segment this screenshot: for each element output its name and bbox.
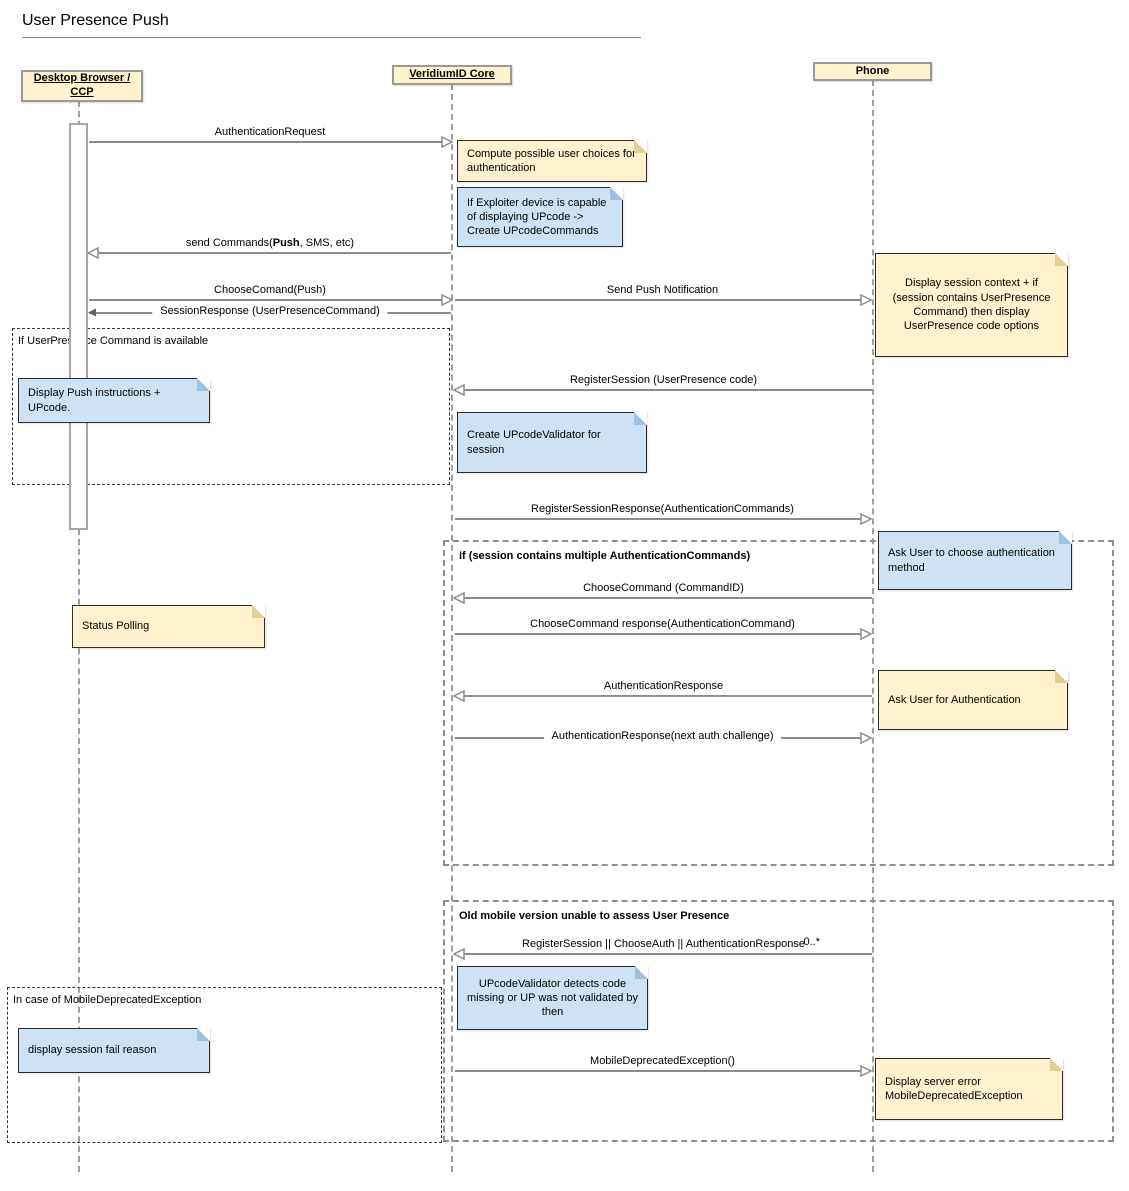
note-display-push-instructions: Display Push instructions + UPcode. [18,378,210,423]
fragment-label: Old mobile version unable to assess User… [459,910,730,922]
message-label: ChooseCommand response(AuthenticationCom… [530,618,795,630]
message-choose-comand-push: ChooseComand(Push) [89,284,453,306]
message-register-choose-auth-response: RegisterSession || ChooseAuth || Authent… [453,936,872,960]
message-choose-command: ChooseCommand (CommandID) [453,582,872,604]
message-label: RegisterSession (UserPresence code) [569,374,758,386]
message-label: AuthenticationResponse(next auth challen… [543,730,782,742]
note-create-upcode-validator: Create UPcodeValidator for session [457,412,647,473]
actor-label: Desktop Browser / CCP [33,72,131,98]
arrowhead-open-left-icon [87,247,99,259]
arrowhead-open-left-icon [453,948,465,960]
message-session-response: SessionResponse (UserPresenceCommand) [88,305,451,317]
fragment-label: If UserPresence Command is available [18,335,209,347]
message-line [455,953,872,955]
actor-veridiumid-core: VeridiumID Core [392,65,512,85]
message-authentication-request: AuthenticationRequest [89,126,453,148]
note-exploiter-device-upcode: If Exploiter device is capable of displa… [457,187,623,247]
activation-bar-desktop [69,123,88,530]
note-display-server-error: Display server error MobileDeprecatedExc… [875,1058,1063,1120]
note-upcode-validator-detects: UPcodeValidator detects code missing or … [457,966,648,1030]
message-register-session: RegisterSession (UserPresence code) [453,374,872,396]
actor-label: Phone [855,64,890,77]
page-title: User Presence Push [22,12,169,29]
message-line [89,299,451,301]
message-label: RegisterSessionResponse(AuthenticationCo… [531,503,794,515]
message-line [89,141,451,143]
message-register-session-response: RegisterSessionResponse(AuthenticationCo… [455,503,872,525]
message-label: SessionResponse (UserPresenceCommand) [152,305,388,317]
multiplicity-label: 0..* [803,936,820,948]
fragment-if-multiple-commands: If (session contains multiple Authentica… [443,540,1114,866]
arrowhead-open-right-icon [860,513,872,525]
arrowhead-open-right-icon [860,294,872,306]
arrowhead-open-right-icon [860,732,872,744]
note-display-session-fail-reason: display session fail reason [18,1028,210,1073]
note-text: Ask User to choose authentication method [888,547,1055,574]
message-label: send Commands(Push, SMS, etc) [185,237,355,249]
note-text: UPcodeValidator detects code missing or … [467,977,638,1019]
actor-label: VeridiumID Core [409,68,495,81]
message-label: AuthenticationRequest [214,126,326,138]
message-line [455,695,872,697]
note-text: Display Push instructions + UPcode. [28,387,161,414]
fragment-mobile-deprecated-exception: In case of MobileDeprecatedException [7,987,442,1143]
message-line [455,299,870,301]
note-ask-user-for-authentication: Ask User for Authentication [878,670,1068,730]
actor-phone: Phone [813,62,932,81]
note-compute-user-choices: Compute possible user choices for authen… [457,140,647,182]
note-text: Display server error MobileDeprecatedExc… [885,1075,1023,1102]
title-underline [22,37,641,38]
actor-desktop-browser: Desktop Browser / CCP [21,70,143,102]
message-line [455,597,872,599]
arrowhead-open-left-icon [453,384,465,396]
message-label: ChooseCommand (CommandID) [583,582,744,594]
lifeline-veridiumid-core [451,84,453,1172]
message-line [455,389,872,391]
arrowhead-open-right-icon [860,628,872,640]
arrowhead-open-right-icon [441,136,453,148]
note-ask-user-choose-method: Ask User to choose authentication method [878,531,1072,590]
fragment-if-userpresence-available: If UserPresence Command is available [12,328,450,485]
message-label: AuthenticationResponse [603,680,724,692]
message-line [89,252,451,254]
message-mobile-deprecated-exception: MobileDeprecatedException() [455,1055,872,1077]
note-text: display session fail reason [28,1044,157,1057]
message-authentication-response-next: AuthenticationResponse(next auth challen… [455,730,872,744]
note-text: Display session context + if (session co… [892,277,1051,333]
note-text: Ask User for Authentication [888,693,1021,706]
fragment-label: If (session contains multiple Authentica… [459,550,751,562]
fragment-label: In case of MobileDeprecatedException [13,994,202,1006]
message-line [455,518,870,520]
message-send-commands: send Commands(Push, SMS, etc) [87,237,451,259]
message-label: RegisterSession || ChooseAuth || Authent… [522,938,805,950]
note-text: Status Polling [82,620,150,633]
message-choose-command-response: ChooseCommand response(AuthenticationCom… [455,618,872,640]
lifeline-phone [872,80,874,1172]
arrowhead-open-left-icon [453,690,465,702]
message-line [455,633,870,635]
note-display-session-context: Display session context + if (session co… [875,253,1068,357]
arrowhead-open-right-icon [860,1065,872,1077]
message-label: ChooseComand(Push) [214,284,326,296]
message-label: MobileDeprecatedException() [590,1055,735,1067]
arrowhead-open-left-icon [453,592,465,604]
message-line [455,1070,870,1072]
arrowhead-solid-left-icon [88,308,96,317]
note-status-polling: Status Polling [72,605,265,648]
fragment-old-mobile-version: Old mobile version unable to assess User… [443,900,1114,1142]
message-send-push-notification: Send Push Notification [455,284,872,306]
note-text: Create UPcodeValidator for session [467,429,601,456]
message-label: Send Push Notification [606,284,719,296]
arrowhead-open-right-icon [441,294,453,306]
note-text: Compute possible user choices for authen… [467,147,636,174]
note-text: If Exploiter device is capable of displa… [467,196,607,238]
message-authentication-response: AuthenticationResponse [453,680,872,702]
